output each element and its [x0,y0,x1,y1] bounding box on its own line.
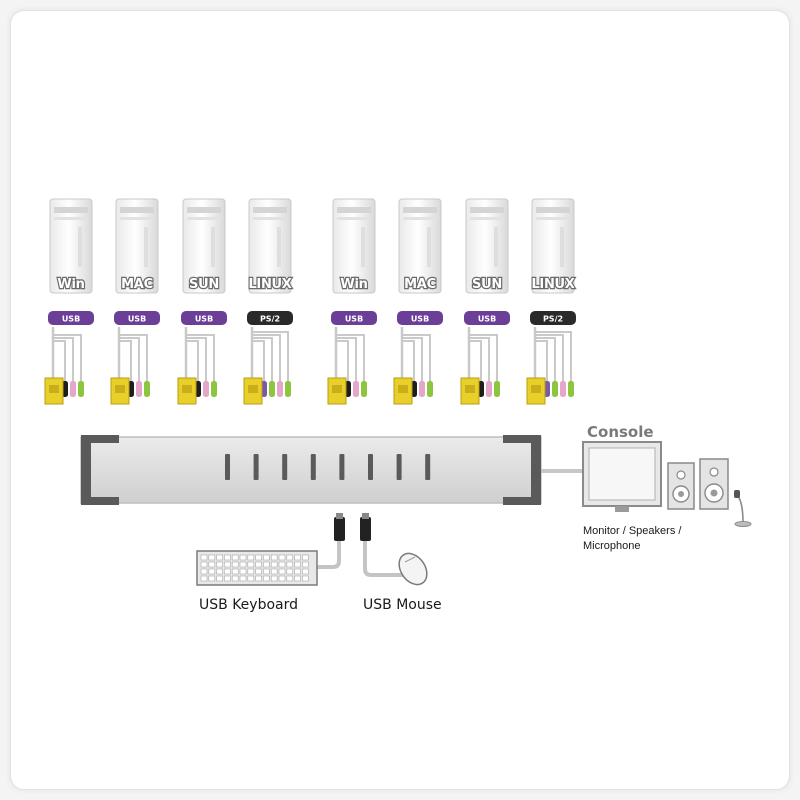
computer-cable-set [393,327,433,405]
computer-tower-icon [49,198,93,294]
speaker-right-icon [699,458,729,510]
computer-6: MAC USB [393,198,443,405]
computers-row: WinUSBMACUSBSUNUSBLINUXPS/2WinUSBMACUSBS… [44,198,576,405]
computer-2: MAC USB [110,198,160,405]
monitor-icon [582,441,662,512]
cable-plug [203,381,209,397]
switch-left-bracket [81,435,119,505]
console-group: Console Monitor / Speakers / Microphone [582,423,752,552]
interface-label: USB [128,315,146,324]
switch-port-slot [368,454,373,480]
cable-plug [560,381,566,397]
switch-right-bracket [503,435,541,505]
usb-badge: USB [331,311,377,325]
kvm-diagram: WinUSBMACUSBSUNUSBLINUXPS/2WinUSBMACUSBS… [44,198,752,613]
cable-plug [277,381,283,397]
usb-badge: USB [48,311,94,325]
usb-badge: USB [114,311,160,325]
switch-port-slot [282,454,288,480]
keyboard-label: USB Keyboard [199,597,298,613]
peripheral-cables [315,513,403,577]
microphone-icon [734,490,752,527]
ps2-badge: PS/2 [247,311,293,325]
cable-plug [70,381,76,397]
interface-label: USB [411,315,429,324]
computer-os-label: SUN [472,277,502,292]
speaker-left-icon [667,462,695,510]
switch-port-slot [253,454,259,480]
cable-plug [211,381,217,397]
computer-cable-set [526,327,574,405]
computer-tower-icon [182,198,226,294]
interface-label: USB [195,315,213,324]
computer-cable-set [177,327,217,405]
computer-cable-set [44,327,84,405]
cable-plug [144,381,150,397]
usb-plug-keyboard [334,513,345,541]
interface-label: PS/2 [260,315,280,324]
kvm-switch [80,435,542,505]
mouse-icon [398,552,428,586]
ps2-badge: PS/2 [530,311,576,325]
keyboard-icon [196,550,318,586]
switch-port-slots [225,454,431,480]
computer-cable-set [243,327,291,405]
computer-os-label: LINUX [531,277,574,292]
interface-label: USB [62,315,80,324]
computer-7: SUN USB [460,198,510,405]
interface-label: PS/2 [543,315,563,324]
mouse-label: USB Mouse [363,597,442,613]
computer-tower-icon [531,198,575,294]
computer-tower-icon [398,198,442,294]
switch-port-slot [310,454,316,480]
console-title: Console [587,423,654,441]
computer-8: LINUX PS/2 [526,198,576,405]
switch-port-slot [339,454,345,480]
cable-plug [361,381,367,397]
computer-tower-icon [248,198,292,294]
cable-plug [269,381,275,397]
computer-os-label: Win [340,277,367,292]
computer-4: LINUX PS/2 [243,198,293,405]
computer-tower-icon [465,198,509,294]
switch-port-slot [396,454,402,480]
switch-port-slot [425,454,431,480]
computer-os-label: LINUX [248,277,291,292]
cable-plug [353,381,359,397]
cable-plug [552,381,558,397]
cable-plug [136,381,142,397]
cable-plug [285,381,291,397]
computer-os-label: Win [57,277,84,292]
computer-tower-icon [115,198,159,294]
cable-plug [486,381,492,397]
cable-plug [494,381,500,397]
computer-cable-set [327,327,367,405]
usb-plug-mouse [360,513,371,541]
computer-tower-icon [332,198,376,294]
interface-label: USB [478,315,496,324]
computer-os-label: SUN [189,277,219,292]
computer-3: SUN USB [177,198,227,405]
console-caption-line1: Monitor / Speakers / [583,525,682,537]
usb-badge: USB [397,311,443,325]
cable-plug [568,381,574,397]
switch-port-slot [225,454,230,480]
usb-badge: USB [464,311,510,325]
computer-os-label: MAC [404,277,436,292]
interface-label: USB [345,315,363,324]
computer-cable-set [460,327,500,405]
cable-plug [427,381,433,397]
cable-plug [78,381,84,397]
computer-os-label: MAC [121,277,153,292]
computer-cable-set [110,327,150,405]
cable-plug [419,381,425,397]
usb-badge: USB [181,311,227,325]
console-caption-line2: Microphone [583,540,640,552]
